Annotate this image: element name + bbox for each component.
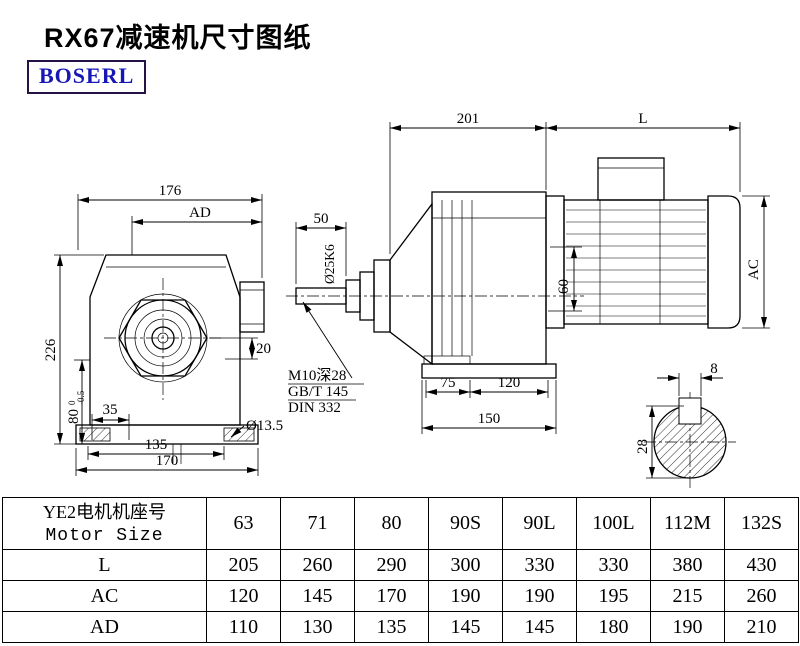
size-cell: 71	[280, 497, 355, 550]
gbt-standard: GB/T 145	[288, 384, 348, 400]
value-cell: 300	[428, 549, 503, 581]
shaft-section-view: 8 28	[635, 361, 736, 490]
size-cell: 90S	[428, 497, 503, 550]
value-cell: 190	[502, 580, 577, 612]
dim-226: 226	[43, 338, 59, 361]
dim-120: 120	[498, 375, 521, 391]
motor-size-label-cn: YE2电机机座号	[43, 501, 166, 522]
dim-ad: AD	[189, 205, 211, 221]
row-label: AD	[2, 611, 207, 643]
value-cell: 190	[650, 611, 725, 643]
dim-20: 20	[256, 341, 271, 357]
row-label: AC	[2, 580, 207, 612]
value-cell: 180	[576, 611, 651, 643]
value-cell: 330	[502, 549, 577, 581]
dim-150: 150	[478, 411, 501, 427]
value-cell: 145	[280, 580, 355, 612]
motor-body	[563, 199, 709, 325]
motor-size-header-cell: YE2电机机座号 Motor Size	[2, 497, 207, 550]
motor-size-label-en: Motor Size	[45, 525, 164, 546]
size-cell: 63	[206, 497, 281, 550]
dim-ac: AC	[746, 259, 762, 280]
value-cell: 290	[354, 549, 429, 581]
dim-28: 28	[635, 439, 651, 454]
table-row-L: L 205 260 290 300 330 330 380 430	[2, 549, 799, 581]
size-cell: 90L	[502, 497, 577, 550]
value-cell: 135	[354, 611, 429, 643]
thread-callout: M10深28	[288, 367, 346, 384]
dim-shaft-dia: Ø25K6	[322, 244, 337, 284]
value-cell: 110	[206, 611, 281, 643]
value-cell: 130	[280, 611, 355, 643]
size-cell: 100L	[576, 497, 651, 550]
value-cell: 170	[354, 580, 429, 612]
din-standard: DIN 332	[288, 400, 341, 416]
dim-80-tol-upper: 0	[67, 400, 77, 405]
table-row-AC: AC 120 145 170 190 190 195 215 260	[2, 580, 799, 612]
dimension-drawing: 176 AD 226 80 0 -0.5 35 135 17	[43, 111, 770, 490]
size-cell: 80	[354, 497, 429, 550]
dim-60: 60	[556, 279, 572, 294]
size-cell: 132S	[724, 497, 799, 550]
value-cell: 145	[502, 611, 577, 643]
gearbox-base	[421, 363, 557, 379]
value-cell: 120	[206, 580, 281, 612]
dim-50: 50	[314, 211, 329, 227]
brand-logo-text: BOSERL	[39, 63, 135, 88]
dim-80-tol-lower: -0.5	[76, 390, 86, 405]
dim-dia-13-5: Ø13.5	[246, 418, 283, 434]
dim-35: 35	[103, 402, 118, 418]
row-label: L	[2, 549, 207, 581]
front-view: 176 AD 226 80 0 -0.5 35 135 17	[43, 183, 283, 476]
terminal-box	[597, 157, 665, 201]
value-cell: 215	[650, 580, 725, 612]
dim-80: 80	[66, 409, 82, 424]
size-cell: 112M	[650, 497, 725, 550]
spec-table: YE2电机机座号 Motor Size 63 71 80 90S 90L 100…	[2, 497, 799, 643]
dim-135: 135	[145, 437, 168, 453]
value-cell: 260	[724, 580, 799, 612]
dim-l: L	[638, 111, 647, 127]
value-cell: 210	[724, 611, 799, 643]
value-cell: 260	[280, 549, 355, 581]
value-cell: 195	[576, 580, 651, 612]
dim-8: 8	[710, 361, 718, 377]
dim-201: 201	[457, 111, 480, 127]
dim-170: 170	[156, 453, 179, 469]
keyway	[678, 397, 702, 425]
value-cell: 190	[428, 580, 503, 612]
fan-cowl	[707, 195, 741, 329]
brand-logo-box: BOSERL	[27, 60, 147, 94]
dim-176: 176	[159, 183, 182, 199]
page-title: RX67减速机尺寸图纸	[44, 23, 312, 53]
table-row-AD: AD 110 130 135 145 145 180 190 210	[2, 611, 799, 643]
value-cell: 380	[650, 549, 725, 581]
value-cell: 205	[206, 549, 281, 581]
value-cell: 145	[428, 611, 503, 643]
value-cell: 330	[576, 549, 651, 581]
motor-flange	[545, 195, 565, 329]
left-foot-hatch	[79, 427, 111, 442]
table-header-row: YE2电机机座号 Motor Size 63 71 80 90S 90L 100…	[2, 497, 799, 550]
side-view: 201 L 50 Ø25K6 60 AC M10深28 GB/T 145	[286, 111, 770, 434]
dim-75: 75	[441, 375, 456, 391]
value-cell: 430	[724, 549, 799, 581]
